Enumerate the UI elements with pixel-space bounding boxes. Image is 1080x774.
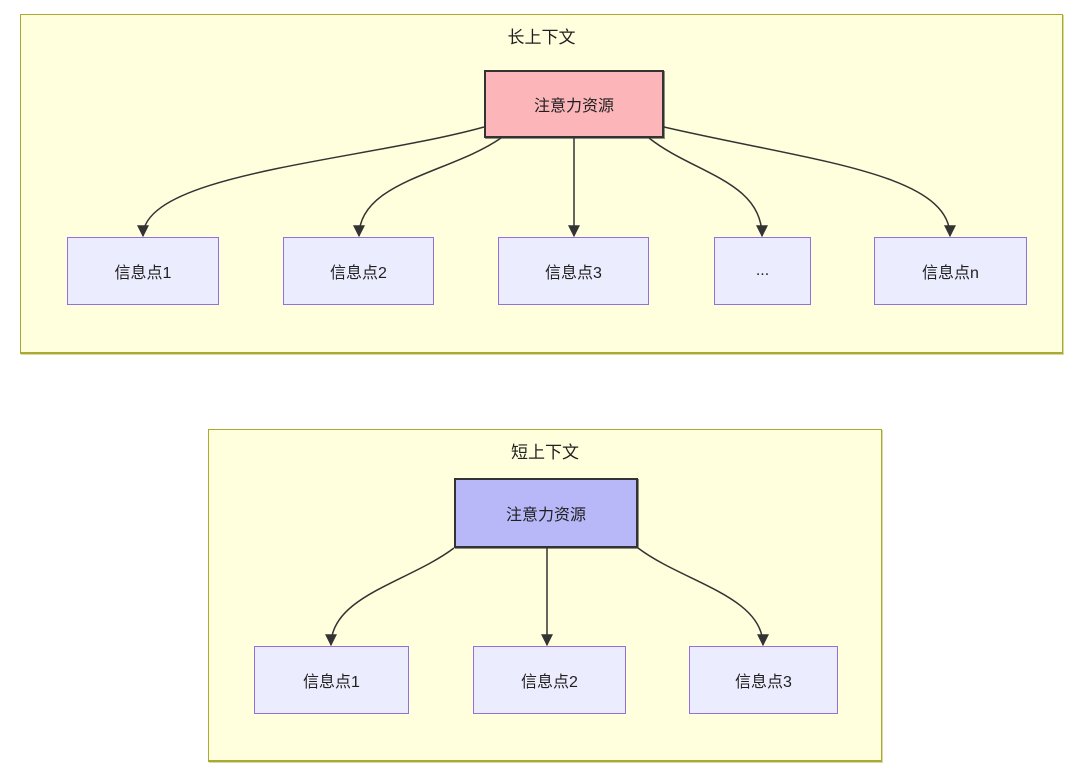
edge-attention-to-info3: [637, 547, 769, 647]
edge-attention-to-ellipsis: [648, 137, 768, 238]
attention-resource-node-long: 注意力资源: [484, 70, 664, 138]
info-node-long-3: 信息点3: [498, 237, 649, 305]
edge-attention-to-info1: [325, 547, 455, 647]
short-edges-layer: [325, 547, 769, 647]
long-edges-layer: [137, 126, 956, 238]
node-label: 信息点3: [735, 674, 792, 691]
node-label: 注意力资源: [533, 98, 614, 115]
short-context-cluster: 短上下文 注意力资源 信息点1 信息点2 信息点3: [208, 429, 882, 762]
long-cluster-title: 长上下文: [507, 28, 576, 47]
info-node-long-1: 信息点1: [67, 237, 219, 305]
node-label: 信息点n: [922, 265, 979, 282]
info-node-short-3: 信息点3: [689, 646, 838, 714]
long-context-cluster: 长上下文 注意力资源 信息点1 信息点2 信息点3 ...: [20, 14, 1063, 354]
edge-attention-to-infon: [663, 126, 956, 238]
info-node-long-ellipsis: ...: [714, 237, 811, 305]
info-node-long-n: 信息点n: [874, 237, 1027, 305]
node-label: ...: [755, 262, 770, 279]
info-node-long-2: 信息点2: [283, 237, 434, 305]
node-label: 信息点1: [303, 674, 360, 691]
node-label: 信息点1: [114, 265, 172, 282]
edge-attention-to-info2: [353, 137, 502, 238]
node-label: 信息点2: [330, 265, 387, 282]
short-cluster-title: 短上下文: [511, 443, 579, 462]
node-label: 信息点3: [545, 265, 602, 282]
edge-attention-to-info1: [137, 126, 485, 238]
attention-resource-node-short: 注意力资源: [454, 478, 638, 548]
info-node-short-1: 信息点1: [254, 646, 409, 714]
node-label: 注意力资源: [505, 507, 586, 524]
node-label: 信息点2: [521, 674, 578, 691]
info-node-short-2: 信息点2: [473, 646, 626, 714]
